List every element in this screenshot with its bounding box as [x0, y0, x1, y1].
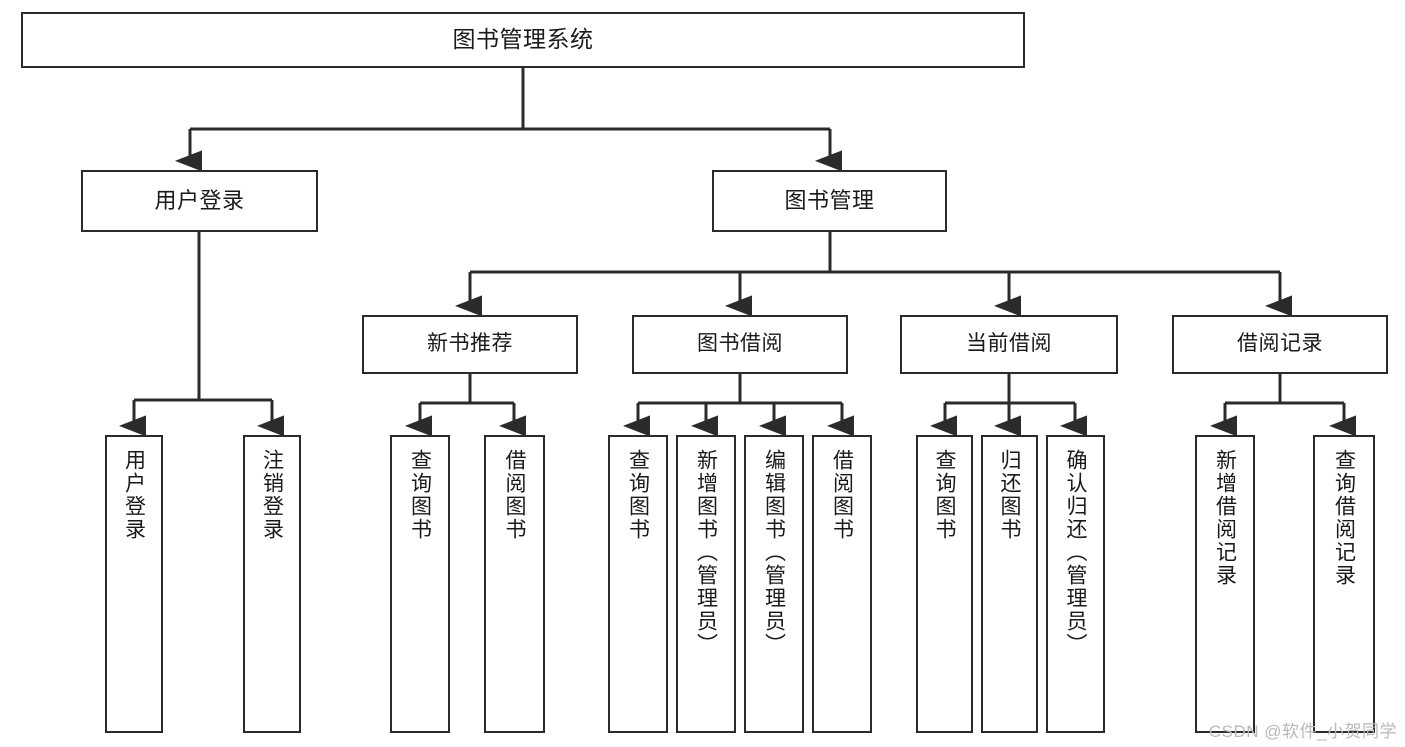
leaf-query-book-borrow[interactable]: 查询图书 — [608, 435, 668, 733]
node-borrow-record[interactable]: 借阅记录 — [1172, 315, 1388, 374]
leaf-user-login-label: 用户登录 — [122, 449, 146, 541]
watermark-text: CSDN @软件_小贺同学 — [1208, 722, 1397, 741]
node-root-label: 图书管理系统 — [452, 26, 594, 53]
leaf-query-borrow-record[interactable]: 查询借阅记录 — [1313, 435, 1375, 733]
leaf-query-book-current[interactable]: 查询图书 — [916, 435, 973, 733]
node-current-borrow[interactable]: 当前借阅 — [900, 315, 1118, 374]
leaf-query-book-borrow-label: 查询图书 — [626, 449, 650, 541]
leaf-return-book-label: 归还图书 — [998, 449, 1021, 541]
node-user-login[interactable]: 用户登录 — [81, 170, 318, 232]
leaf-confirm-return-admin[interactable]: 确认归还（管理员） — [1046, 435, 1105, 733]
leaf-logout-label: 注销登录 — [260, 449, 284, 541]
leaf-add-borrow-record-label: 新增借阅记录 — [1213, 449, 1237, 587]
leaf-user-login[interactable]: 用户登录 — [105, 435, 163, 733]
node-current-borrow-label: 当前借阅 — [966, 332, 1052, 356]
leaf-confirm-return-admin-label: 确认归还（管理员） — [1064, 449, 1087, 656]
leaf-borrow-book-label: 借阅图书 — [830, 449, 854, 541]
leaf-edit-book-admin[interactable]: 编辑图书（管理员） — [744, 435, 804, 733]
leaf-query-book-recommend[interactable]: 查询图书 — [390, 435, 450, 733]
leaf-logout[interactable]: 注销登录 — [243, 435, 301, 733]
leaf-borrow-book[interactable]: 借阅图书 — [812, 435, 872, 733]
leaf-borrow-book-recommend-label: 借阅图书 — [503, 449, 526, 541]
leaf-add-borrow-record[interactable]: 新增借阅记录 — [1195, 435, 1255, 733]
leaf-add-book-admin-label: 新增图书（管理员） — [694, 449, 718, 656]
node-borrow-record-label: 借阅记录 — [1237, 332, 1323, 356]
leaf-query-book-recommend-label: 查询图书 — [408, 449, 432, 541]
node-root[interactable]: 图书管理系统 — [21, 12, 1025, 68]
leaf-borrow-book-recommend[interactable]: 借阅图书 — [484, 435, 545, 733]
node-book-management[interactable]: 图书管理 — [712, 170, 947, 232]
node-new-book-recommend[interactable]: 新书推荐 — [362, 315, 578, 374]
leaf-return-book[interactable]: 归还图书 — [981, 435, 1038, 733]
node-book-borrow-label: 图书借阅 — [697, 332, 783, 356]
node-user-login-label: 用户登录 — [154, 188, 245, 214]
node-new-book-recommend-label: 新书推荐 — [427, 332, 513, 356]
leaf-add-book-admin[interactable]: 新增图书（管理员） — [676, 435, 736, 733]
node-book-management-label: 图书管理 — [784, 188, 875, 214]
leaf-query-borrow-record-label: 查询借阅记录 — [1332, 449, 1356, 587]
node-book-borrow[interactable]: 图书借阅 — [632, 315, 848, 374]
leaf-edit-book-admin-label: 编辑图书（管理员） — [762, 449, 786, 656]
leaf-query-book-current-label: 查询图书 — [933, 449, 956, 541]
